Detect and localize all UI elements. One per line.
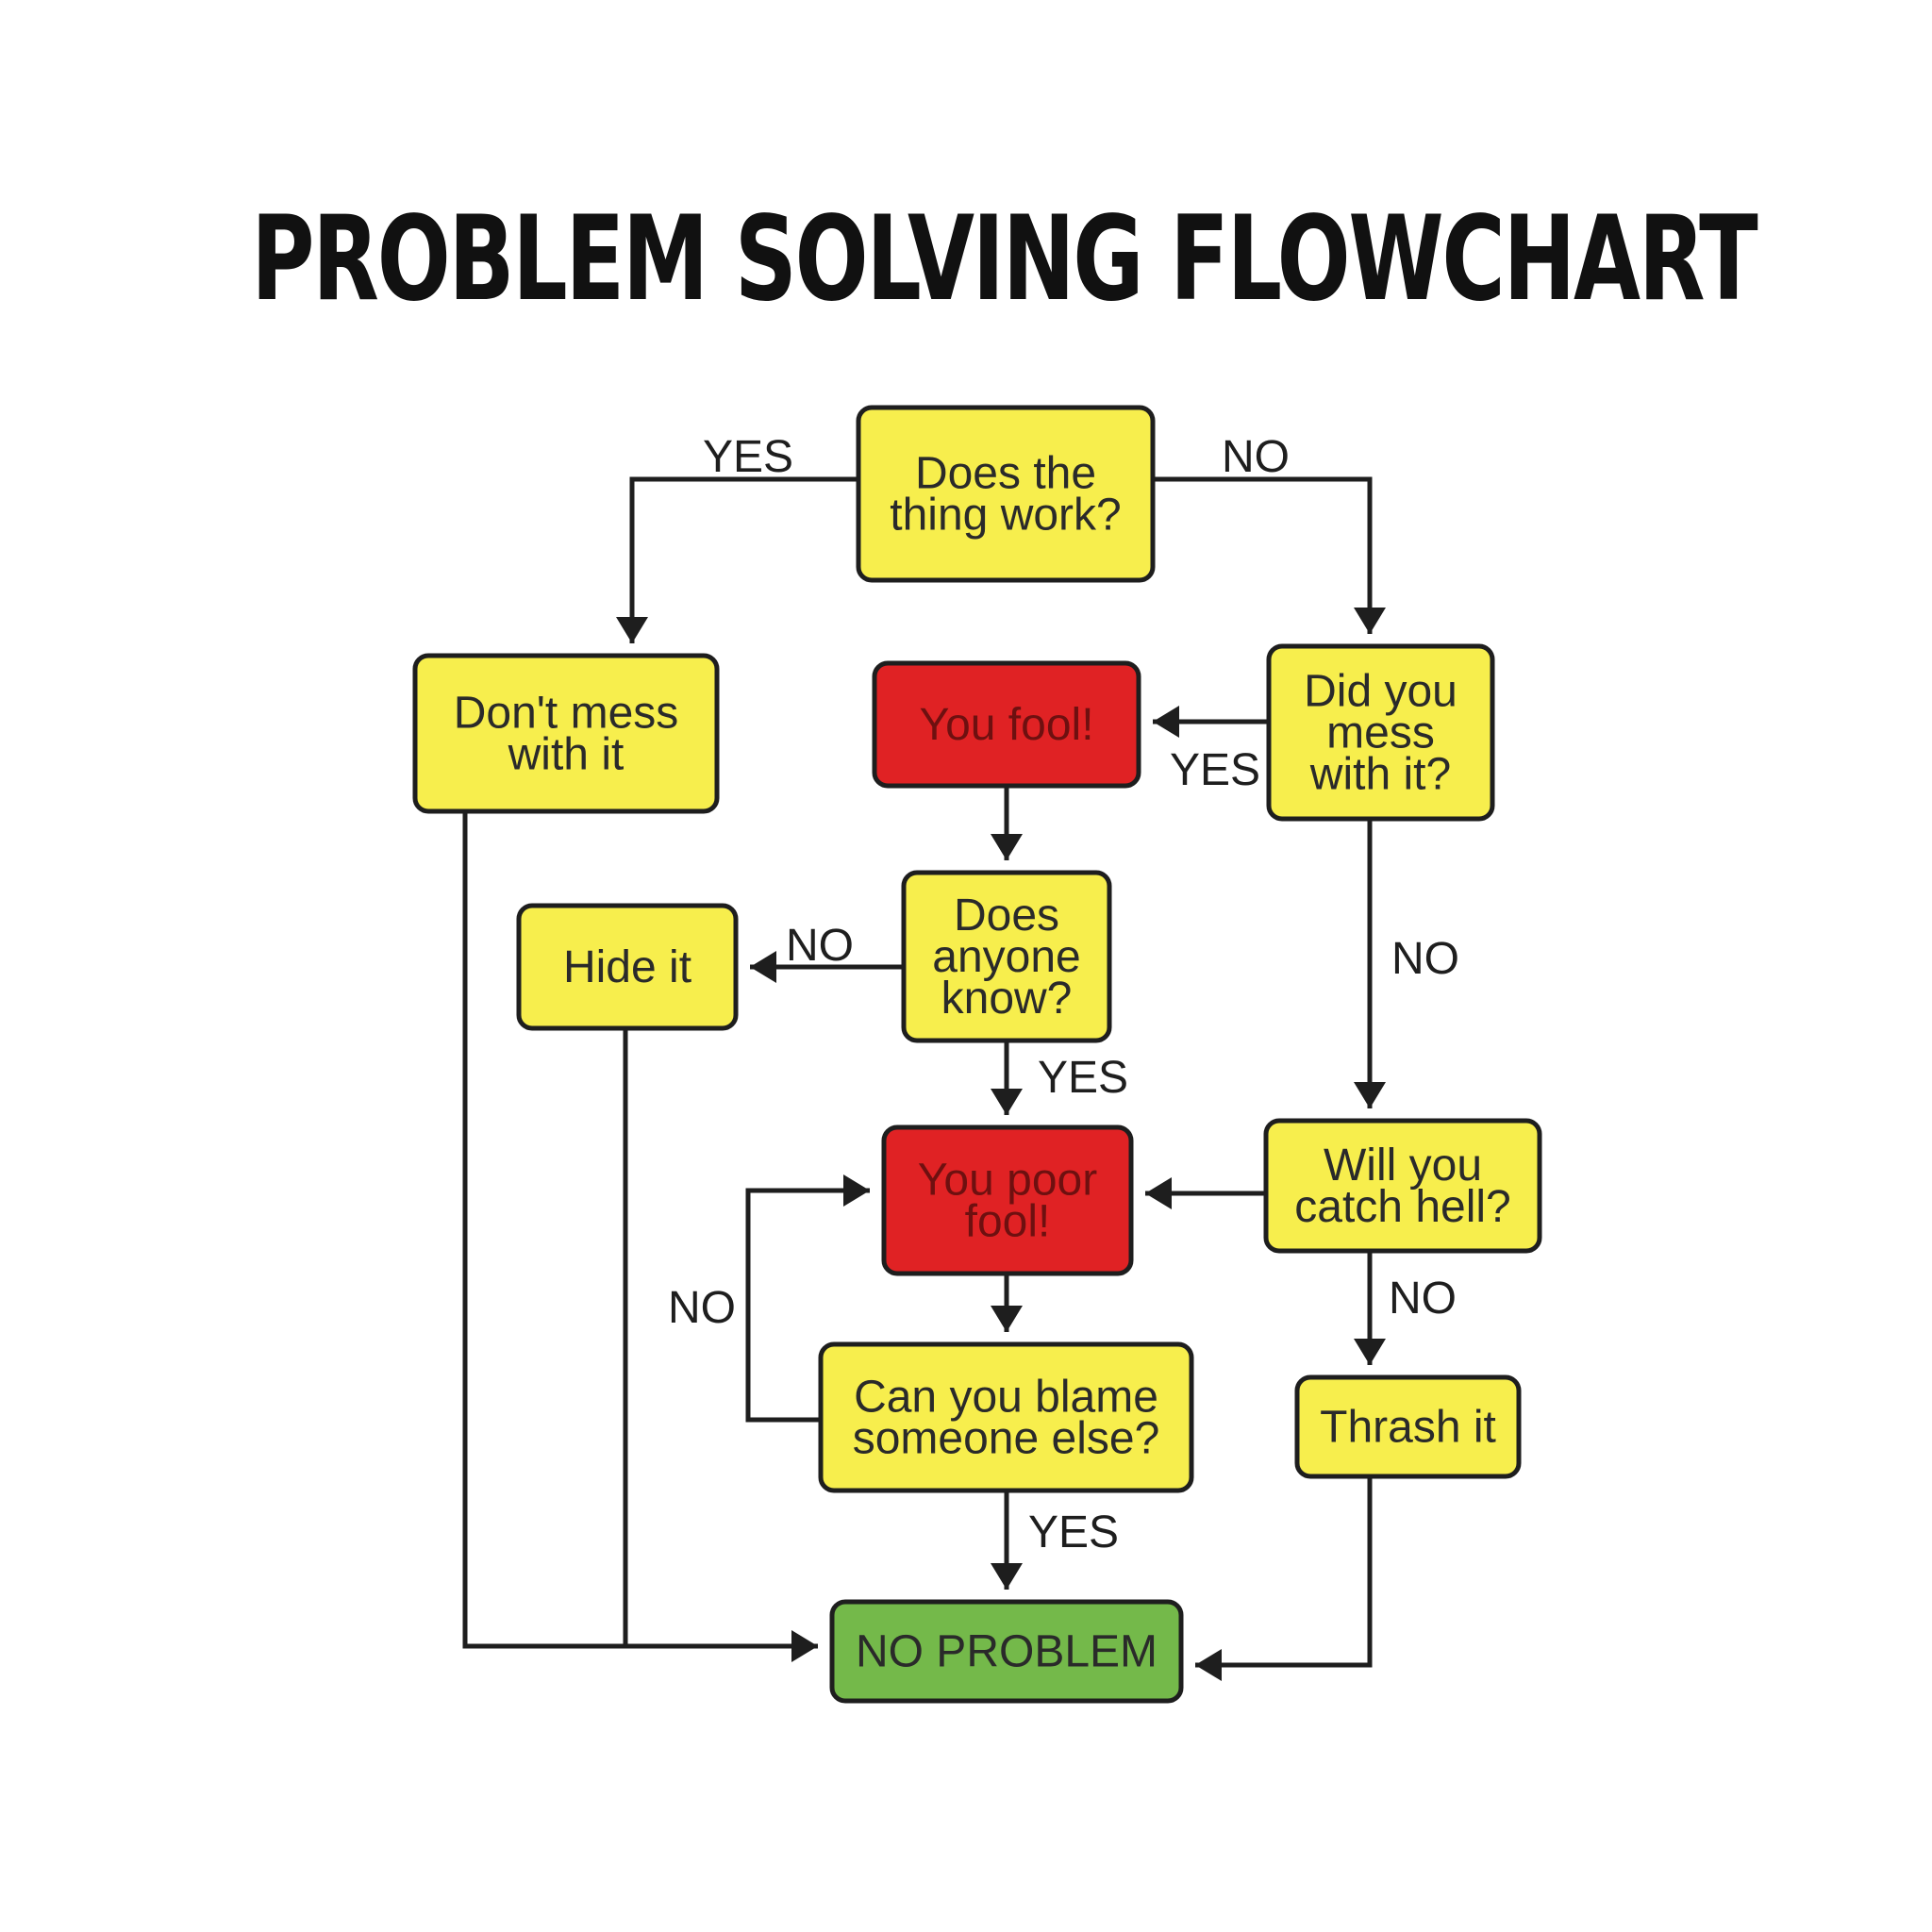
node-box	[829, 1599, 1184, 1704]
edge-work-no	[1153, 476, 1386, 634]
arrowhead-icon	[791, 1630, 818, 1662]
arrowhead-icon	[1354, 1339, 1386, 1365]
arrowhead-icon	[750, 951, 776, 983]
node-box	[1266, 643, 1495, 822]
edge-label-blame-yes: YES	[1028, 1507, 1119, 1557]
connector-line	[1195, 1476, 1373, 1668]
connector-line	[462, 811, 818, 1649]
arrowhead-icon	[843, 1174, 870, 1207]
node-label-line: someone else?	[853, 1414, 1160, 1464]
node-label-line: Did you	[1304, 667, 1457, 717]
node-box	[818, 1341, 1194, 1493]
node-label-line: with it	[508, 730, 625, 780]
node-box	[1294, 1374, 1522, 1479]
connector-line	[745, 1188, 870, 1423]
edge-fool-down	[991, 786, 1023, 860]
edge-dontmess-down	[462, 811, 818, 1662]
node-label-line: You poor	[918, 1156, 1097, 1206]
node-box	[1263, 1118, 1542, 1254]
arrowhead-icon	[616, 617, 648, 643]
node-box	[516, 903, 739, 1031]
node-box	[412, 653, 720, 814]
node-box	[872, 660, 1141, 789]
node-hide-it: Hide it	[516, 903, 739, 1031]
edges-layer	[462, 476, 1386, 1681]
edge-label-hell-no: NO	[1389, 1274, 1457, 1324]
edge-labels-layer: YES NO YES NO NO YES NO NO YES	[668, 432, 1459, 1557]
arrowhead-icon	[991, 1563, 1023, 1590]
edge-thrash-down	[1195, 1476, 1373, 1681]
edge-blame-no	[745, 1174, 870, 1423]
connector-line	[1153, 476, 1373, 634]
node-label-line: Does the	[915, 449, 1096, 499]
node-label-line: anyone	[932, 932, 1080, 982]
edge-label-work-no: NO	[1222, 432, 1290, 482]
node-label-line: catch hell?	[1294, 1182, 1510, 1232]
node-label-line: You fool!	[919, 700, 1093, 750]
edge-label-know-yes: YES	[1038, 1053, 1128, 1103]
node-label-line: Don't mess	[454, 689, 679, 739]
edge-label-work-yes: YES	[703, 432, 793, 482]
edge-work-yes	[616, 476, 858, 643]
arrowhead-icon	[1195, 1649, 1222, 1681]
node-box	[901, 870, 1112, 1043]
edge-know-yes	[991, 1041, 1023, 1115]
node-thrash-it: Thrash it	[1294, 1374, 1522, 1479]
node-label-line: Does	[954, 891, 1059, 941]
chart-title: PROBLEM SOLVING FLOWCHART	[251, 192, 1758, 327]
node-label-line: NO PROBLEM	[856, 1627, 1158, 1677]
arrowhead-icon	[1153, 706, 1179, 738]
node-label-line: Can you blame	[854, 1373, 1158, 1423]
edge-mess-no	[1354, 819, 1386, 1108]
edge-hell-no	[1354, 1251, 1386, 1365]
arrowhead-icon	[991, 1089, 1023, 1115]
node-label-line: with it?	[1309, 750, 1451, 800]
node-no-problem: NO PROBLEM	[829, 1599, 1184, 1704]
edge-poorfool-down	[991, 1274, 1023, 1332]
node-box	[881, 1124, 1134, 1276]
edge-blame-yes	[991, 1491, 1023, 1590]
node-you-fool: You fool!	[872, 660, 1141, 789]
arrowhead-icon	[1145, 1177, 1172, 1209]
arrowhead-icon	[991, 1306, 1023, 1332]
node-label-line: mess	[1326, 708, 1435, 758]
edge-know-no	[750, 951, 904, 983]
edge-label-blame-no: NO	[668, 1283, 736, 1333]
node-label-line: thing work?	[890, 491, 1121, 541]
node-box	[856, 405, 1156, 583]
edge-mess-yes	[1153, 706, 1269, 738]
node-label-line: Will you	[1324, 1141, 1482, 1191]
connector-line	[629, 476, 858, 643]
edge-hell-yes	[1145, 1177, 1266, 1209]
node-label-line: fool!	[965, 1197, 1051, 1247]
node-label-line: know?	[941, 974, 1073, 1024]
edge-label-mess-no: NO	[1391, 934, 1459, 984]
node-label-line: Hide it	[563, 942, 691, 992]
edge-label-mess-yes: YES	[1170, 745, 1260, 795]
arrowhead-icon	[1354, 1082, 1386, 1108]
arrowhead-icon	[991, 834, 1023, 860]
node-label-line: Thrash it	[1320, 1403, 1496, 1453]
arrowhead-icon	[1354, 608, 1386, 634]
edge-label-know-no: NO	[786, 921, 854, 971]
